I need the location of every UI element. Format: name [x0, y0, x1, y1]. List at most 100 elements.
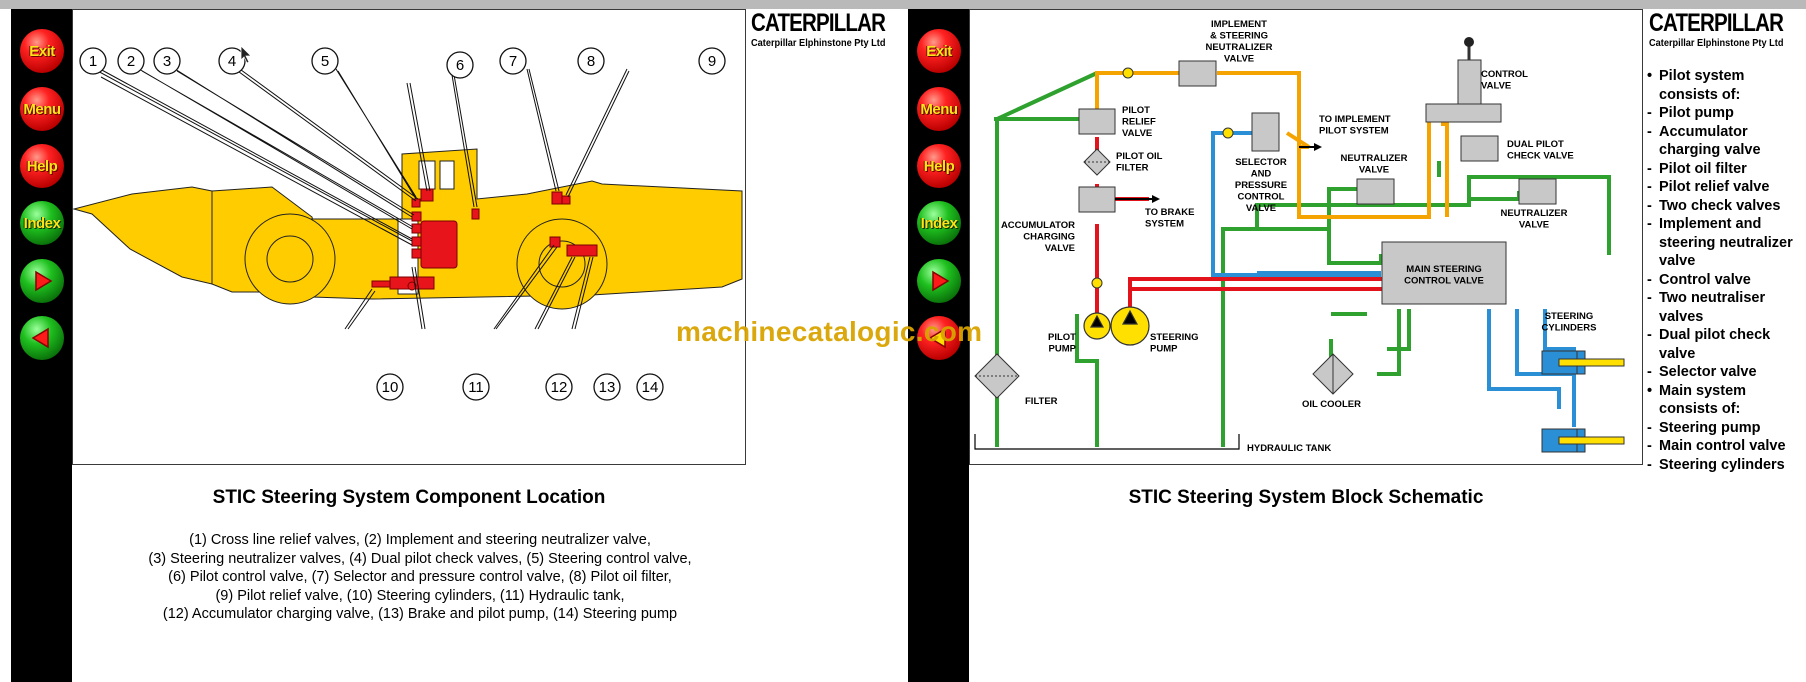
back-button[interactable] — [20, 316, 64, 360]
callout-circle — [698, 47, 726, 75]
callout-number: 4 — [228, 53, 236, 70]
hydraulic-tank-outline — [974, 434, 1240, 450]
callout-number: 13 — [599, 379, 616, 396]
flow-arrows — [1115, 143, 1322, 203]
summary-sub-item: Pilot pump — [1647, 104, 1805, 123]
accumulator-charging-valve — [1078, 186, 1116, 213]
legend-line: (9) Pilot relief valve, (10) Steering cy… — [215, 587, 625, 604]
exit-button-label: Exit — [926, 42, 952, 60]
neutralizer-valve-2 — [1518, 178, 1557, 205]
loader-front-hub — [266, 235, 314, 283]
right-caption: STIC Steering System Block Schematic — [1128, 487, 1484, 508]
caterpillar-logo-right: CATERPILLAR Caterpillar Elphinstone Pty … — [1649, 9, 1806, 49]
legend-line: (6) Pilot control valve, (7) Selector an… — [168, 569, 672, 585]
components — [371, 188, 598, 291]
callout-circle — [545, 373, 573, 401]
summary-heading-item: Main system consists of: — [1647, 382, 1805, 419]
pumps — [1083, 306, 1150, 346]
callout-circle — [499, 47, 527, 75]
exit-button-2[interactable]: Exit — [917, 29, 961, 73]
to-brake-arrow-icon — [1152, 195, 1160, 203]
summary-sub-item: Pilot relief valve — [1647, 178, 1805, 197]
callout-circle — [462, 373, 490, 401]
control-valve-body — [1425, 103, 1502, 123]
right-nav-strip: Exit Menu Help Index — [908, 9, 969, 682]
logo-company: Caterpillar Elphinstone Pty Ltd — [1649, 38, 1784, 49]
back-button-2[interactable] — [917, 316, 961, 360]
steering-cylinders — [1541, 350, 1625, 453]
component-pilot-filter — [551, 191, 563, 205]
exit-button[interactable]: Exit — [20, 29, 64, 73]
loader-body — [271, 148, 743, 300]
summary-sub-item: Pilot oil filter — [1647, 160, 1805, 179]
legend-line: (1) Cross line relief valves, (2) Implem… — [189, 532, 651, 548]
menu-button[interactable]: Menu — [20, 87, 64, 131]
play-right-icon — [35, 270, 53, 292]
component-cylinder-end — [371, 280, 391, 288]
watermark: machinecatalogic.com — [676, 316, 983, 347]
menu-button-label: Menu — [920, 100, 958, 118]
callout-number: 9 — [708, 53, 716, 70]
callout-circle — [376, 373, 404, 401]
mouse-cursor-icon — [240, 45, 252, 64]
component-fitting — [407, 281, 417, 291]
index-button-2[interactable]: Index — [917, 201, 961, 245]
callout-number: 6 — [456, 57, 464, 74]
play-left-icon — [31, 327, 49, 349]
index-button-label: Index — [920, 214, 958, 232]
control-valve-stem — [1457, 59, 1482, 106]
help-button[interactable]: Help — [20, 144, 64, 188]
callout-number: 1 — [89, 53, 97, 70]
callout-circle — [79, 47, 107, 75]
index-button[interactable]: Index — [20, 201, 64, 245]
left-caption: STIC Steering System Component Location — [212, 487, 606, 508]
label-filter: FILTER — [1025, 396, 1058, 407]
callout-number: 8 — [587, 53, 595, 70]
logo-wordmark: CATERPILLAR — [1649, 9, 1784, 37]
forward-button-2[interactable] — [917, 259, 961, 303]
callout-circle — [577, 47, 605, 75]
legend-line: (3) Steering neutralizer valves, (4) Dua… — [148, 550, 692, 567]
component-valve-stack-c — [411, 236, 422, 247]
logo-company: Caterpillar Elphinstone Pty Ltd — [751, 38, 886, 49]
help-button-2[interactable]: Help — [917, 144, 961, 188]
summary-sub-item: Two neutraliser valves — [1647, 289, 1805, 326]
help-button-label: Help — [923, 157, 955, 175]
callout-circle — [117, 47, 145, 75]
loader-cab-window-2 — [439, 160, 455, 190]
help-button-label: Help — [26, 157, 58, 175]
callout-circle — [218, 47, 246, 75]
top-bar — [0, 0, 1806, 9]
forward-button[interactable] — [20, 259, 64, 303]
control-valve-knob — [1464, 37, 1474, 47]
component-valve-stack-a — [411, 211, 422, 222]
menu-button-label: Menu — [23, 100, 61, 118]
summary-sub-item: Accumulator charging valve — [1647, 123, 1805, 160]
summary-heading-item: Pilot system consists of: — [1647, 67, 1805, 104]
steering-pump — [1110, 306, 1150, 346]
component-pilot-relief — [561, 195, 571, 205]
play-left-icon — [928, 327, 946, 349]
summary-sub-item: Steering pump — [1647, 419, 1805, 438]
loader-silhouette — [72, 148, 743, 310]
callout-number: 5 — [321, 53, 329, 70]
menu-button-2[interactable]: Menu — [917, 87, 961, 131]
callout-number: 12 — [551, 379, 568, 396]
leader-lines — [93, 66, 630, 330]
to-implement-arrow-icon — [1314, 143, 1322, 151]
component-selector-valve — [471, 208, 480, 220]
